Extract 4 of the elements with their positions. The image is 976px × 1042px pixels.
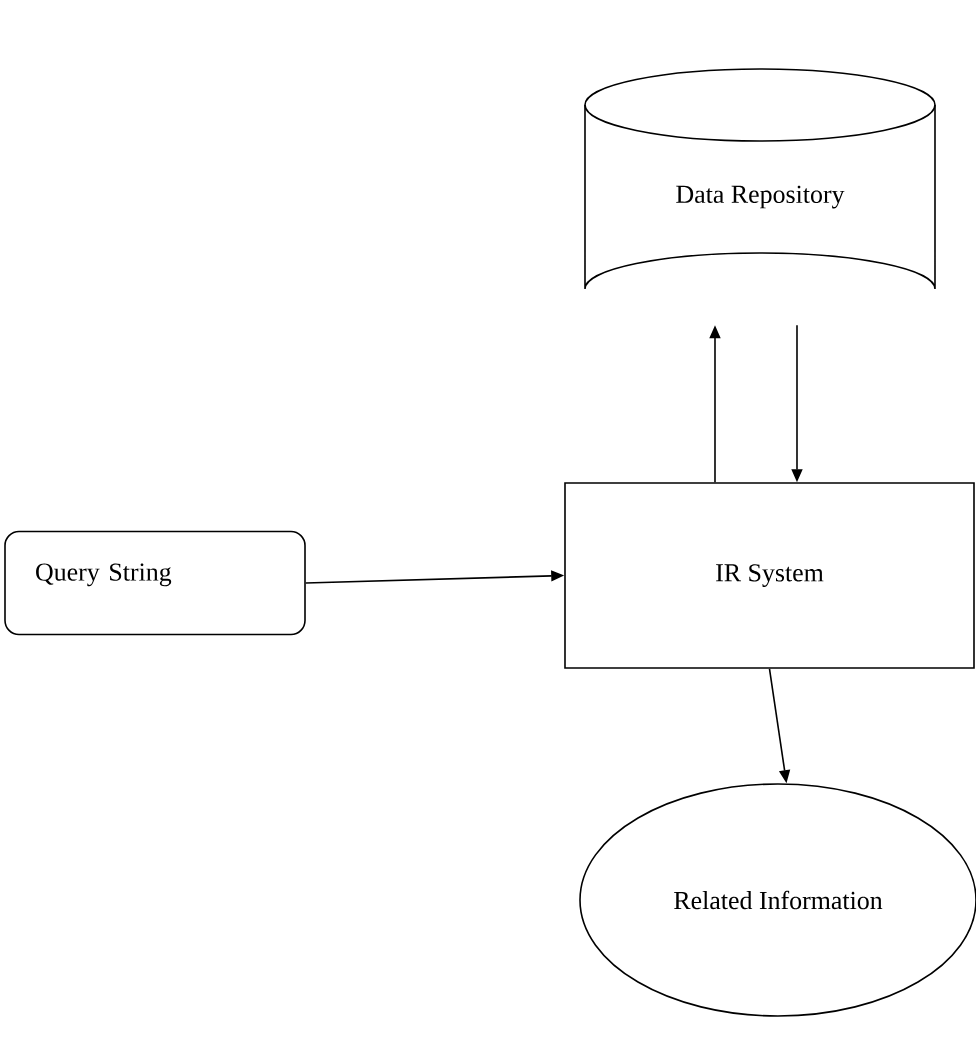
input-box: Query String (4, 530, 306, 636)
database-cylinder: Data Repository (584, 68, 936, 290)
process-box: IR System (564, 482, 975, 669)
node-label: Data Repository (676, 185, 845, 209)
